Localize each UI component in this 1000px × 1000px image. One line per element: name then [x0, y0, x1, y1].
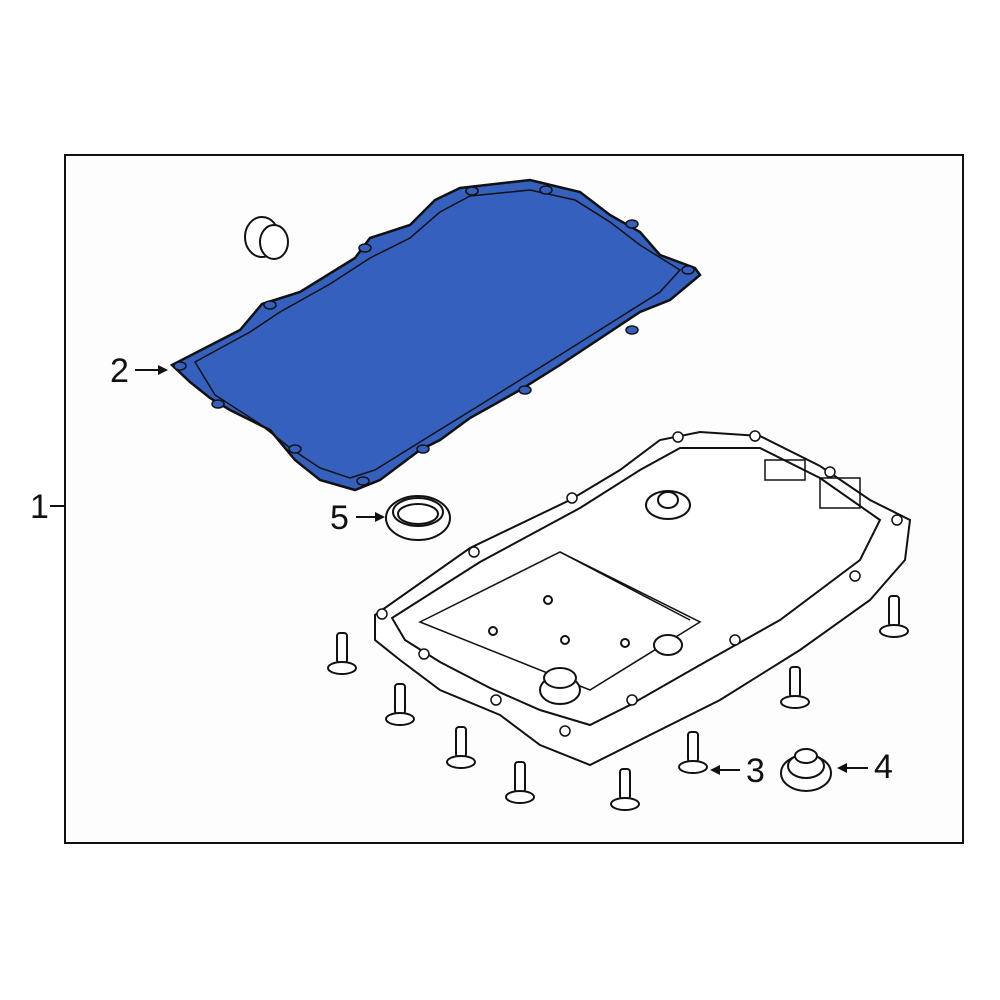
- callout-2: 2: [110, 352, 129, 390]
- bolt: [610, 768, 640, 811]
- callout-2-arrow: [135, 365, 168, 375]
- bolt: [327, 632, 357, 675]
- pan-bolts: [327, 595, 909, 811]
- callout-4-arrow: [837, 763, 868, 773]
- drain-plug: [780, 748, 832, 792]
- bolt: [385, 683, 415, 726]
- oil-pan: [374, 430, 912, 767]
- callout-4: 4: [874, 748, 893, 786]
- bolt: [446, 726, 476, 769]
- pan-gasket: [169, 178, 702, 492]
- callout-3: 3: [746, 752, 765, 790]
- bolt: [879, 595, 909, 638]
- callout-1: 1: [30, 488, 49, 526]
- callout-3-arrow: [710, 765, 740, 775]
- callout-5: 5: [330, 499, 349, 537]
- plug-part: [244, 216, 289, 260]
- callout-5-arrow: [356, 512, 385, 522]
- bolt: [780, 666, 810, 709]
- seal-ring: [385, 495, 451, 541]
- bolt: [678, 731, 708, 774]
- bolt: [505, 761, 535, 804]
